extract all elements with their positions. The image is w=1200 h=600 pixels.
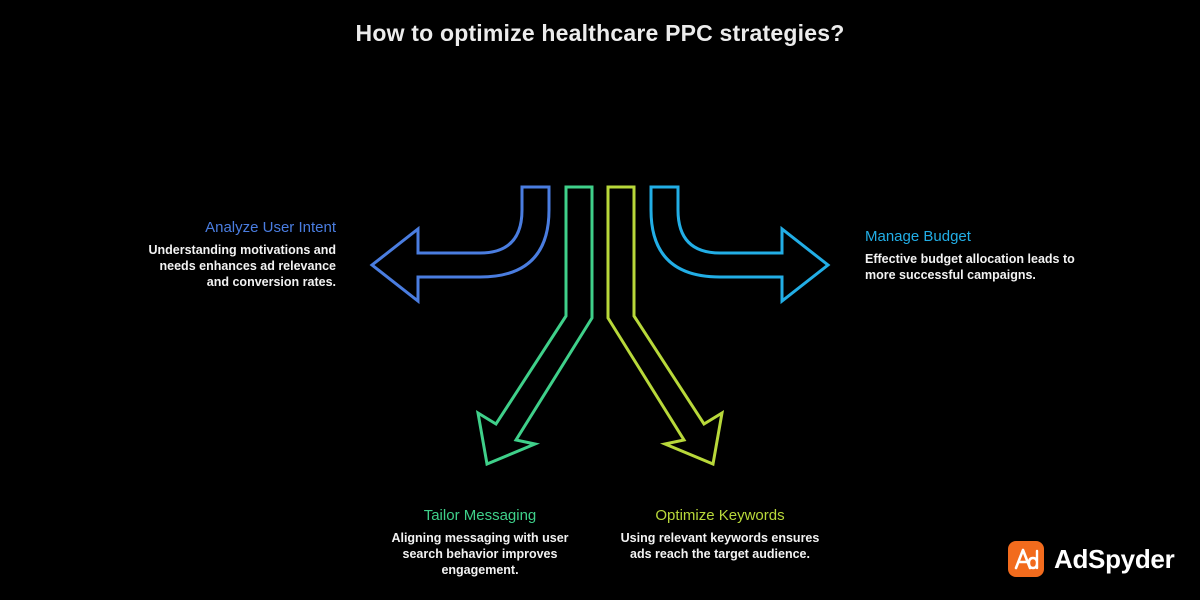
tailor-messaging-block: Tailor Messaging Aligning messaging with… [370, 507, 590, 578]
manage-budget-block: Manage Budget Effective budget allocatio… [865, 228, 1075, 283]
tailor-arrow [475, 185, 594, 467]
tailor-description: Aligning messaging with user search beha… [391, 531, 569, 577]
tailor-heading: Tailor Messaging [423, 507, 537, 524]
optimize-description: Using relevant keywords ensures ads reac… [620, 531, 820, 561]
adspyder-logo-name: AdSpyder [1054, 543, 1175, 574]
adspyder-logo: AdSpyder [1008, 540, 1175, 578]
manage-heading: Manage Budget [865, 228, 971, 245]
adspyder-logo-icon [1008, 541, 1044, 577]
manage-description: Effective budget allocation leads to mor… [865, 252, 1075, 282]
manage-arrow [649, 185, 831, 305]
analyze-heading: Analyze User Intent [205, 219, 336, 236]
analyze-arrow [369, 185, 551, 305]
analyze-description: Understanding motivations and needs enha… [148, 243, 336, 289]
logo-glyph [1014, 548, 1039, 570]
analyze-user-intent-block: Analyze User Intent Understanding motiva… [136, 219, 336, 290]
optimize-arrow [606, 185, 725, 467]
optimize-keywords-block: Optimize Keywords Using relevant keyword… [610, 507, 830, 562]
optimize-heading: Optimize Keywords [655, 507, 785, 524]
page-title: How to optimize healthcare PPC strategie… [355, 20, 845, 46]
